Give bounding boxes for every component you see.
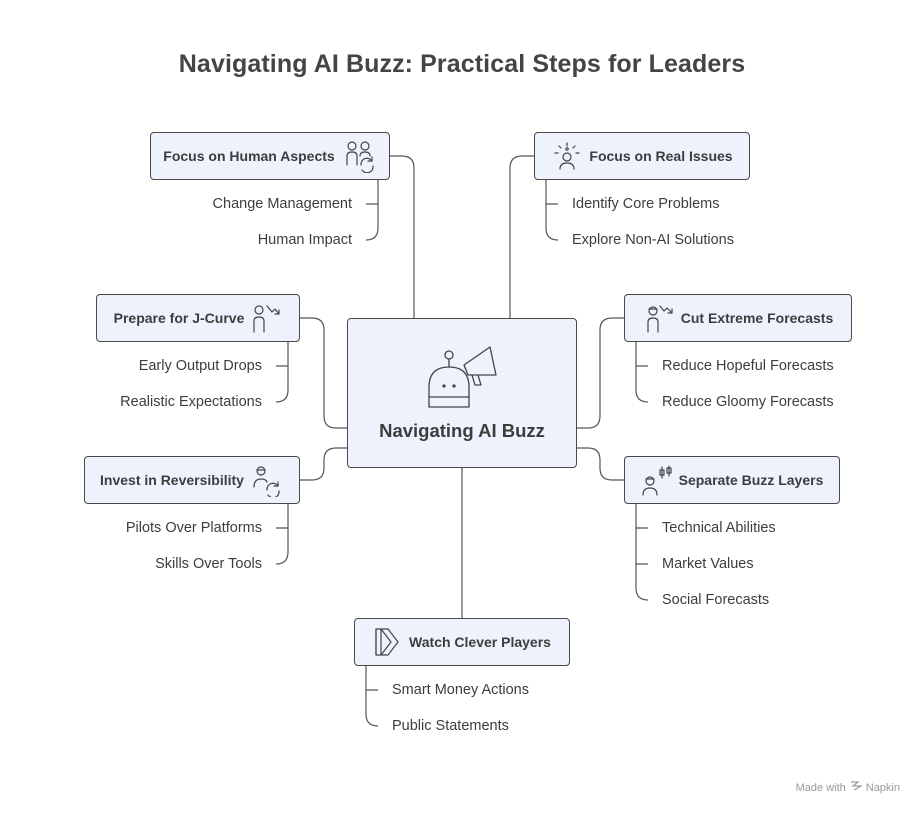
play-arrow-icon xyxy=(373,626,401,658)
connector-reversibility-items xyxy=(275,504,289,565)
people-cycle-icon xyxy=(343,139,377,173)
leaf-identify-core-problems: Identify Core Problems xyxy=(572,196,720,212)
connector-forecasts xyxy=(577,317,624,429)
leaf-reduce-hopeful-forecasts: Reduce Hopeful Forecasts xyxy=(662,358,834,374)
connector-jcurve xyxy=(300,317,347,429)
node-cut-extreme-forecasts: Cut Extreme Forecasts xyxy=(624,294,852,342)
connector-human-items xyxy=(365,168,379,241)
connector-jcurve-items xyxy=(275,342,289,403)
leaf-public-statements: Public Statements xyxy=(392,718,509,734)
leaf-explore-non-ai-solutions: Explore Non-AI Solutions xyxy=(572,232,734,248)
leaf-reduce-gloomy-forecasts: Reduce Gloomy Forecasts xyxy=(662,394,834,410)
connector-real-items xyxy=(545,180,559,241)
leaf-social-forecasts: Social Forecasts xyxy=(662,592,770,608)
napkin-watermark: Made with Napkin xyxy=(796,781,900,794)
connector-players-items xyxy=(365,666,379,727)
person-candlestick-icon xyxy=(641,464,673,496)
leaf-smart-money-actions: Smart Money Actions xyxy=(392,682,529,698)
node-prepare-j-curve: Prepare for J-Curve xyxy=(96,294,300,342)
leaf-realistic-expectations: Realistic Expectations xyxy=(120,394,262,410)
idea-person-icon xyxy=(551,140,583,172)
person-cycle-icon xyxy=(250,463,284,497)
node-focus-human-aspects: Focus on Human Aspects xyxy=(150,132,390,180)
connector-layers-items xyxy=(635,504,649,601)
robot-megaphone-icon xyxy=(424,339,504,416)
connector-reversibility xyxy=(300,447,347,481)
napkin-brand-text: Napkin xyxy=(865,781,900,794)
connector-forecasts-items xyxy=(635,342,649,403)
center-node: Navigating AI Buzz xyxy=(347,318,577,468)
node-label: Separate Buzz Layers xyxy=(678,472,824,488)
node-label: Prepare for J-Curve xyxy=(113,310,245,326)
leaf-human-impact: Human Impact xyxy=(257,232,352,248)
person-trend-icon xyxy=(250,302,282,334)
napkin-logo-icon xyxy=(850,781,864,794)
leaf-pilots-over-platforms: Pilots Over Platforms xyxy=(125,520,262,536)
connector-human xyxy=(390,155,415,318)
node-focus-real-issues: Focus on Real Issues xyxy=(534,132,750,180)
person-trend-down-icon xyxy=(643,302,675,334)
diagram-title: Navigating AI Buzz: Practical Steps for … xyxy=(178,50,746,78)
node-label: Focus on Human Aspects xyxy=(163,148,335,164)
node-label: Watch Clever Players xyxy=(409,634,551,650)
node-label: Focus on Real Issues xyxy=(589,148,733,164)
leaf-market-values: Market Values xyxy=(662,556,754,572)
leaf-early-output-drops: Early Output Drops xyxy=(138,358,262,374)
node-invest-reversibility: Invest in Reversibility xyxy=(84,456,300,504)
connector-layers xyxy=(577,447,624,481)
leaf-change-management: Change Management xyxy=(212,196,352,212)
connector-real xyxy=(509,155,534,318)
center-label: Navigating AI Buzz xyxy=(379,420,545,441)
leaf-technical-abilities: Technical Abilities xyxy=(662,520,776,536)
node-label: Cut Extreme Forecasts xyxy=(680,310,834,326)
leaf-skills-over-tools: Skills Over Tools xyxy=(155,556,262,572)
node-watch-clever-players: Watch Clever Players xyxy=(354,618,570,666)
node-label: Invest in Reversibility xyxy=(100,472,244,488)
made-with-text: Made with xyxy=(795,781,846,794)
node-separate-buzz-layers: Separate Buzz Layers xyxy=(624,456,840,504)
